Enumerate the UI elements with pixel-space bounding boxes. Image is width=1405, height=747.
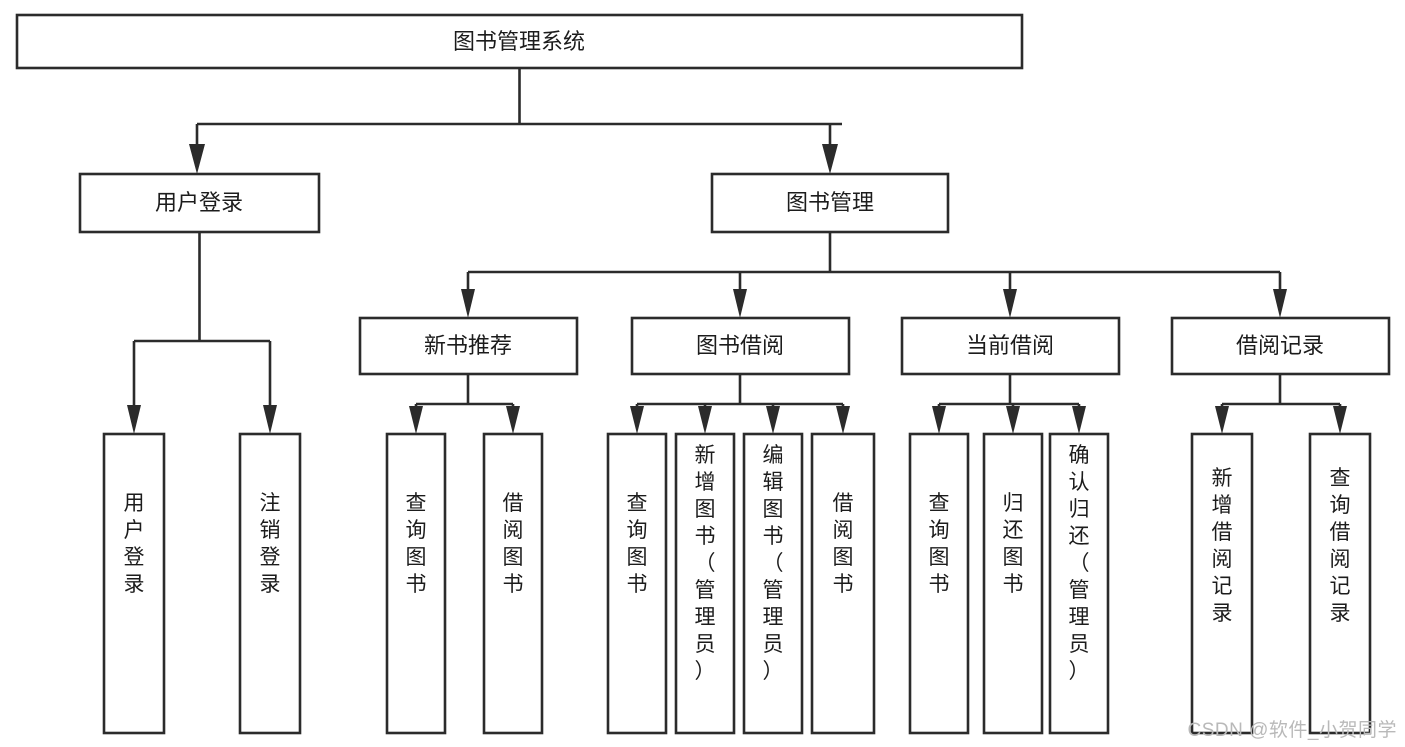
leaf-borrow-book-1-box[interactable] — [482, 432, 544, 735]
node-book-borrow[interactable]: 图书借阅 — [630, 316, 851, 376]
leaf-node-query-record[interactable]: 查询借阅记录 — [1308, 432, 1372, 735]
book-manage-box[interactable] — [710, 172, 950, 234]
arrowhead-current-borrow — [1003, 289, 1017, 318]
leaf-return-book-box[interactable] — [982, 432, 1044, 735]
arrowhead-leaf-logout-login — [263, 405, 277, 434]
borrow-record-label: 借阅记录 — [1236, 333, 1324, 358]
leaf-user-login-label: 用户登录 — [124, 492, 145, 596]
arrowhead-leaf-confirm-return — [1072, 406, 1086, 434]
node-new-book-recommend[interactable]: 新书推荐 — [358, 316, 579, 376]
leaf-add-book-box[interactable] — [674, 432, 736, 735]
book-manage-label: 图书管理 — [786, 190, 874, 215]
borrow-record-box[interactable] — [1170, 316, 1391, 376]
leaf-logout-login-label: 注销登录 — [260, 492, 281, 596]
user-login-box[interactable] — [78, 172, 321, 234]
arrowhead-borrow-record — [1273, 289, 1287, 318]
node-root[interactable]: 图书管理系统 — [15, 13, 1024, 70]
leaf-node-add-record[interactable]: 新增借阅记录 — [1190, 432, 1254, 735]
leaf-query-book-2-box[interactable] — [606, 432, 668, 735]
arrowhead-book-borrow — [733, 289, 747, 318]
leaf-add-record-label: 新增借阅记录 — [1212, 467, 1233, 625]
book-borrow-box[interactable] — [630, 316, 851, 376]
arrowhead-leaf-return-book — [1006, 406, 1020, 434]
node-book-manage[interactable]: 图书管理 — [710, 172, 950, 234]
connector-layer — [127, 68, 1347, 434]
leaf-node-confirm-return[interactable]: 确认归还（管理员） — [1048, 432, 1110, 735]
root-box[interactable] — [15, 13, 1024, 70]
arrowhead-leaf-query-record — [1333, 406, 1347, 434]
user-login-label: 用户登录 — [155, 190, 243, 215]
leaf-node-query-book-1[interactable]: 查询图书 — [385, 432, 447, 735]
leaf-add-book-label: 新增图书（管理员） — [695, 444, 716, 683]
leaf-node-return-book[interactable]: 归还图书 — [982, 432, 1044, 735]
leaf-query-record-label: 查询借阅记录 — [1330, 467, 1351, 625]
arrowhead-leaf-borrow-book-1 — [506, 406, 520, 434]
leaf-node-logout-login[interactable]: 注销登录 — [238, 432, 302, 735]
leaf-query-book-2-label: 查询图书 — [627, 492, 648, 596]
book-borrow-label: 图书借阅 — [696, 333, 784, 358]
node-borrow-record[interactable]: 借阅记录 — [1170, 316, 1391, 376]
leaf-query-record-box[interactable] — [1308, 432, 1372, 735]
new-book-recommend-label: 新书推荐 — [424, 333, 512, 358]
leaf-query-book-3-label: 查询图书 — [929, 492, 950, 596]
leaf-confirm-return-box[interactable] — [1048, 432, 1110, 735]
current-borrow-box[interactable] — [900, 316, 1121, 376]
arrowhead-leaf-add-book — [698, 406, 712, 434]
leaf-logout-login-box[interactable] — [238, 432, 302, 735]
leaf-query-book-3-box[interactable] — [908, 432, 970, 735]
leaf-query-book-1-box[interactable] — [385, 432, 447, 735]
arrowhead-leaf-query-book-1 — [409, 406, 423, 434]
node-current-borrow[interactable]: 当前借阅 — [900, 316, 1121, 376]
current-borrow-label: 当前借阅 — [966, 333, 1054, 358]
leaf-node-user-login[interactable]: 用户登录 — [102, 432, 166, 735]
new-book-recommend-box[interactable] — [358, 316, 579, 376]
arrowhead-leaf-query-book-2 — [630, 406, 644, 434]
arrowhead-new-book-recommend — [461, 289, 475, 318]
leaf-node-borrow-book-2[interactable]: 借阅图书 — [810, 432, 876, 735]
leaf-edit-book-box[interactable] — [742, 432, 804, 735]
arrowhead-user-login — [189, 144, 205, 174]
root-label: 图书管理系统 — [453, 29, 585, 54]
arrowhead-leaf-add-record — [1215, 406, 1229, 434]
leaf-query-book-1-label: 查询图书 — [406, 492, 427, 596]
leaf-edit-book-label: 编辑图书（管理员） — [763, 444, 784, 683]
leaf-node-edit-book[interactable]: 编辑图书（管理员） — [742, 432, 804, 735]
leaf-confirm-return-label: 确认归还（管理员） — [1069, 444, 1090, 683]
leaf-borrow-book-2-box[interactable] — [810, 432, 876, 735]
leaf-node-borrow-book-1[interactable]: 借阅图书 — [482, 432, 544, 735]
arrowhead-book-manage — [822, 144, 838, 174]
node-user-login[interactable]: 用户登录 — [78, 172, 321, 234]
leaf-node-query-book-3[interactable]: 查询图书 — [908, 432, 970, 735]
arrowhead-leaf-query-book-3 — [932, 406, 946, 434]
leaf-user-login-box[interactable] — [102, 432, 166, 735]
arrowhead-leaf-edit-book — [766, 406, 780, 434]
csdn-watermark: CSDN @软件_小贺同学 — [1187, 720, 1397, 741]
leaf-return-book-label: 归还图书 — [1003, 492, 1024, 596]
arrowhead-leaf-borrow-book-2 — [836, 406, 850, 434]
leaf-borrow-book-1-label: 借阅图书 — [503, 492, 524, 596]
leaf-borrow-book-2-label: 借阅图书 — [833, 492, 854, 596]
leaf-node-query-book-2[interactable]: 查询图书 — [606, 432, 668, 735]
leaf-node-add-book[interactable]: 新增图书（管理员） — [674, 432, 736, 735]
leaf-add-record-box[interactable] — [1190, 432, 1254, 735]
arrowhead-leaf-user-login — [127, 405, 141, 434]
